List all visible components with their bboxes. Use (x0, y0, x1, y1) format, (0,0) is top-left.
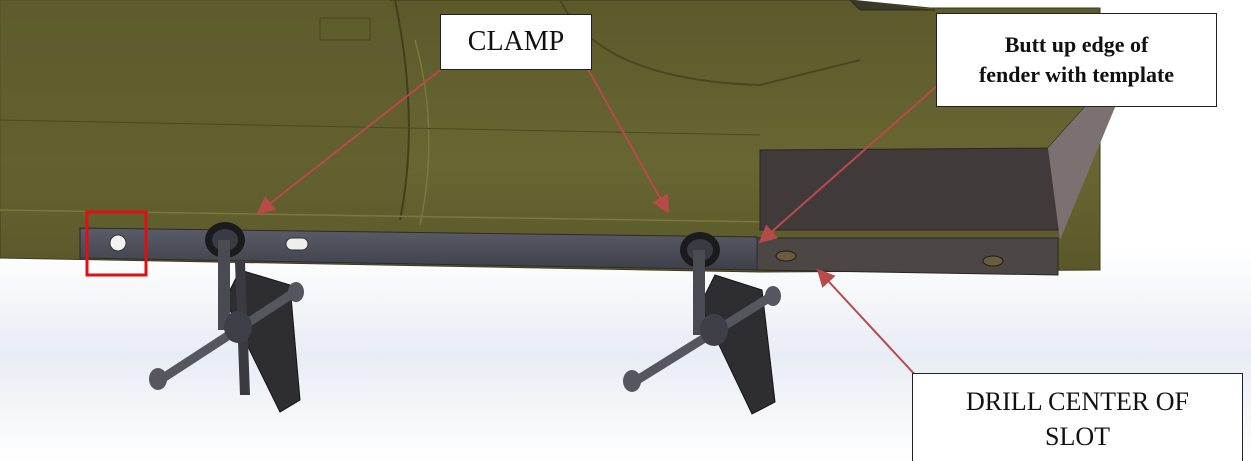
clamp-right (623, 232, 781, 415)
fender-crease-1 (394, 0, 410, 221)
template-bar (79, 227, 758, 271)
fender-line-1 (0, 119, 761, 136)
template-slot-right (982, 255, 1004, 267)
template-slot-left (775, 250, 797, 262)
callout-butt-up-line2: fender with template (978, 62, 1175, 87)
template-slot-bar (285, 237, 309, 251)
template-bracket-lip (1048, 90, 1118, 240)
clamp-left (149, 222, 304, 413)
callout-drill-center: DRILL CENTER OF SLOT (912, 373, 1243, 461)
callout-drill-line1: DRILL CENTER OF (966, 386, 1189, 416)
arrow-drill-slot (816, 268, 919, 379)
callout-drill-line2: SLOT (1044, 422, 1110, 451)
fender-recess (319, 17, 371, 41)
callout-clamp-text: CLAMP (467, 26, 565, 57)
template-bracket-face (756, 237, 1059, 276)
callout-butt-up-edge: Butt up edge of fender with template (936, 13, 1217, 107)
callout-clamp: CLAMP (440, 14, 592, 70)
highlight-box (85, 210, 148, 277)
arrow-butt-edge (758, 69, 956, 244)
template-hole (109, 234, 127, 252)
fender-crease-2 (414, 39, 430, 226)
callout-butt-up-line1: Butt up edge of (1004, 32, 1149, 58)
arrow-clamp-right (584, 63, 669, 214)
fender-edge-top (849, 0, 935, 11)
fender-panel-left (0, 0, 410, 215)
arrow-clamp-left (256, 63, 449, 215)
